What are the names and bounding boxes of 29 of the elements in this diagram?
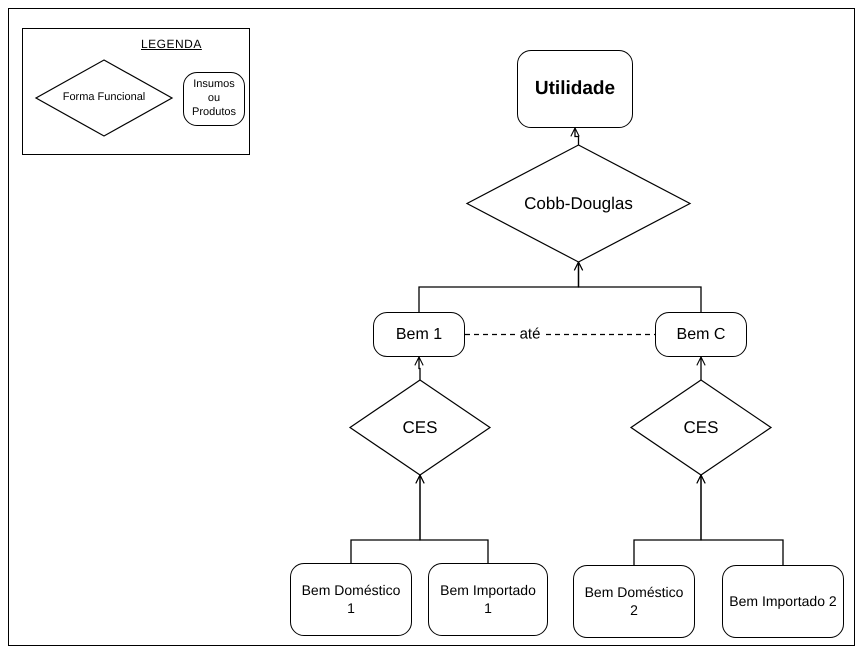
arrow [696, 356, 706, 380]
node-label: Utilidade [534, 77, 616, 101]
node-label: Bem Doméstico 2 [584, 584, 684, 619]
node-label: Bem C [676, 324, 726, 344]
decision-diamond [631, 380, 771, 475]
diamond-label: CES [402, 416, 438, 438]
arrow [570, 127, 580, 145]
arrow [696, 474, 784, 565]
rounded-box [655, 312, 747, 357]
rounded-box [428, 563, 548, 636]
diamond-label: Cobb-Douglas [523, 192, 634, 214]
arrow [574, 261, 702, 312]
legend-text: Forma Funcional [62, 91, 146, 105]
node-label: Bem 1 [394, 324, 444, 344]
node-label: Bem Importado 2 [728, 592, 838, 610]
node-label: Bem Doméstico 1 [300, 582, 402, 617]
decision-diamond [467, 145, 690, 262]
decision-diamond [350, 380, 490, 475]
rounded-box [290, 563, 412, 636]
legend-text: Insumos ou Produtos [190, 78, 238, 120]
legend-title: LEGENDA [141, 37, 202, 51]
rounded-box [722, 565, 844, 638]
arrow [414, 356, 424, 380]
rounded-box [517, 50, 633, 128]
node-label: Bem Importado 1 [439, 582, 537, 617]
arrow [415, 474, 489, 563]
diamond-label: CES [682, 416, 720, 438]
rounded-box [373, 312, 465, 357]
rounded-box [573, 565, 695, 638]
